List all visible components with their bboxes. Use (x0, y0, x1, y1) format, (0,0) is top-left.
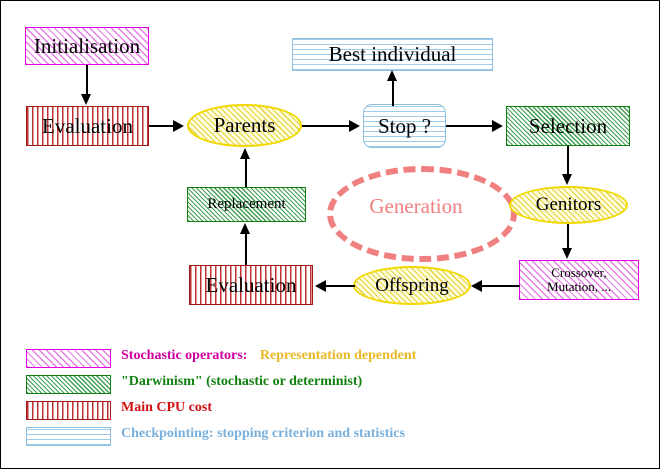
arrowhead-variation-to-offspring (471, 279, 482, 292)
node-generation-boundary (327, 166, 517, 262)
legend-label-0: Stochastic operators: Representation dep… (121, 348, 416, 364)
legend-text-3: Checkpointing: stopping criterion and st… (121, 426, 405, 441)
node-offspring[interactable]: Offspring (353, 266, 471, 305)
node-best-individual[interactable]: Best individual (292, 38, 493, 71)
legend-label-3: Checkpointing: stopping criterion and st… (121, 426, 405, 442)
node-parents[interactable]: Parents (187, 104, 302, 147)
node-initialisation[interactable]: Initialisation (25, 27, 149, 65)
edge-eval-to-replacement (245, 232, 247, 265)
edge-offspring-to-eval (326, 285, 355, 287)
arrowhead-offspring-to-eval (315, 279, 326, 292)
node-variation-line1: Crossover, (551, 265, 607, 281)
legend-text-2: Main CPU cost (121, 400, 212, 415)
legend-swatch-0 (26, 349, 111, 368)
arrowhead-replacement-to-parents (239, 148, 250, 159)
node-variation-line2: Mutation, ... (547, 279, 611, 294)
node-evaluation-bottom-label: Evaluation (205, 272, 297, 297)
legend-label-1: "Darwinism" (stochastic or determinist) (121, 374, 362, 390)
node-evaluation-top[interactable]: Evaluation (26, 106, 149, 146)
legend-label-2: Main CPU cost (121, 400, 212, 416)
node-variation-operators[interactable]: Crossover, Mutation, ... (519, 260, 639, 300)
edge-variation-to-offspring (482, 285, 520, 287)
edge-eval-to-parents (149, 125, 174, 127)
node-best-individual-label: Best individual (328, 42, 457, 67)
edge-stop-to-selection (446, 125, 493, 127)
arrowhead-eval-to-replacement (239, 223, 250, 234)
arrowhead-stop-to-selection (492, 119, 503, 132)
arrowhead-eval-to-parents (173, 119, 184, 132)
node-replacement[interactable]: Replacement (187, 187, 306, 222)
node-replacement-label: Replacement (207, 195, 286, 212)
node-stop[interactable]: Stop ? (363, 104, 446, 148)
legend-text-0b: Representation dependent (259, 348, 417, 363)
edge-genitors-to-variation (567, 224, 569, 249)
arrowhead-genitors-to-variation (561, 248, 572, 259)
legend-text-0a: Stochastic operators: (121, 348, 248, 363)
node-selection[interactable]: Selection (506, 106, 630, 146)
node-offspring-label: Offspring (375, 274, 449, 296)
node-parents-label: Parents (213, 113, 276, 138)
arrowhead-init-to-eval (80, 94, 91, 105)
edge-parents-to-stop (302, 125, 350, 127)
legend-swatch-1 (26, 375, 111, 394)
edge-stop-to-best (392, 79, 394, 106)
arrowhead-parents-to-stop (349, 119, 360, 132)
node-stop-label: Stop ? (377, 113, 432, 138)
node-generation-label: Generation (369, 194, 463, 218)
arrowhead-stop-to-best (386, 70, 397, 81)
node-genitors[interactable]: Genitors (509, 186, 628, 224)
node-selection-label: Selection (528, 113, 608, 138)
edge-replacement-to-parents (245, 158, 247, 187)
edge-selection-to-genitors (567, 146, 569, 175)
node-evaluation-bottom[interactable]: Evaluation (189, 265, 313, 305)
node-genitors-label: Genitors (535, 194, 602, 216)
node-evaluation-top-label: Evaluation (42, 113, 133, 138)
legend-swatch-3 (26, 427, 111, 446)
edge-init-to-eval (86, 65, 88, 95)
arrowhead-selection-to-genitors (561, 174, 572, 185)
legend-swatch-2 (26, 401, 111, 420)
node-initialisation-label: Initialisation (33, 33, 141, 58)
legend-text-1: "Darwinism" (stochastic or determinist) (121, 374, 363, 389)
